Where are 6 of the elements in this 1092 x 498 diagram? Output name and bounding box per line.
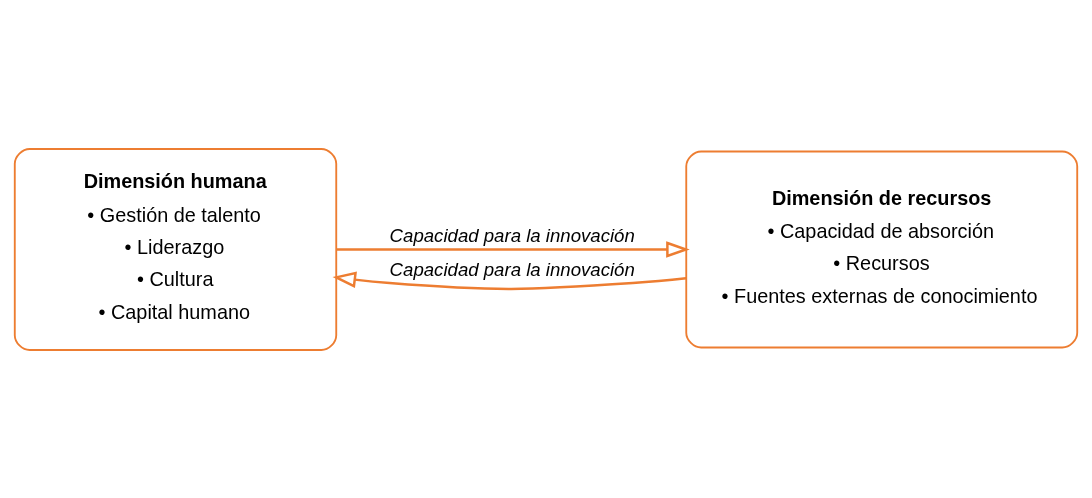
arrow bbox=[332, 271, 687, 290]
node-box: Dimensión de recursos • Capacidad de absorción • Recursos • Fuentes externas de conocimiento bbox=[685, 150, 1079, 348]
arrow bbox=[336, 240, 690, 258]
node-box: Dimensión humana • Gestión de talento • Liderazgo • Cultura • Capital humano bbox=[13, 147, 338, 351]
edge-label: Capacidad para la innovación bbox=[389, 224, 635, 246]
edge-label: Capacidad para la innovación bbox=[389, 258, 635, 280]
